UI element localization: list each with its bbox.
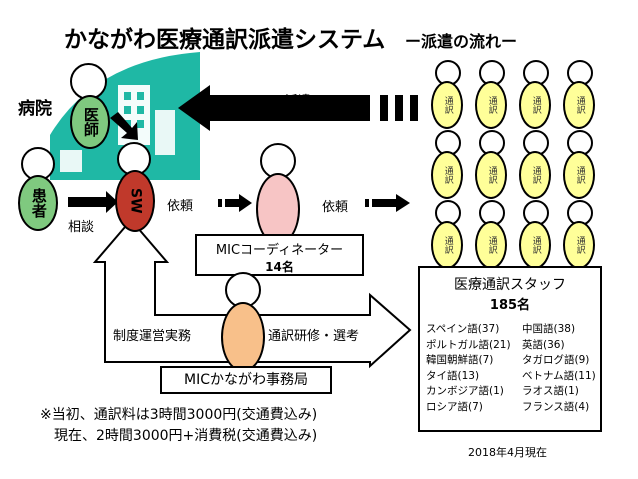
language-row: カンボジア語(1) ラオス語(1) — [426, 383, 600, 399]
language-entry: スペイン語(37) — [426, 323, 500, 335]
office-figure — [221, 302, 265, 372]
language-entry: ロシア語(7) — [426, 400, 483, 413]
interpreter-figure: 通訳 — [563, 221, 595, 269]
interpreter-figure: 通訳 — [519, 221, 551, 269]
note-line-2: 現在、2時間3000円+消費税(交通費込み) — [54, 428, 318, 444]
sw-label: SW — [127, 188, 144, 214]
interpreter-label: 通訳 — [442, 96, 453, 114]
language-entry: ラオス語(1) — [522, 385, 579, 397]
interpreter-label: 通訳 — [574, 96, 585, 114]
interpreter-figure: 通訳 — [519, 151, 551, 199]
office-box: MICかながわ事務局 — [160, 366, 332, 394]
as-of-date: 2018年4月現在 — [468, 446, 547, 459]
language-row: 韓国朝鮮語(7) タガログ語(9) — [426, 352, 600, 368]
coordinator-box: MICコーディネーター 14名 — [195, 234, 364, 276]
language-row: タイ語(13) ベトナム語(11) — [426, 368, 600, 384]
hospital-label: 病院 — [18, 99, 52, 119]
interpreter-label: 通訳 — [574, 236, 585, 254]
interpreter-figure: 通訳 — [431, 151, 463, 199]
language-entry: タイ語(13) — [426, 369, 480, 382]
interpreter-label: 通訳 — [442, 236, 453, 254]
request-right-label: 依頼 — [322, 200, 349, 215]
interpreter-label: 通訳 — [486, 236, 497, 254]
language-list: スペイン語(37)中国語(38)ポルトガル語(21)英語(36)韓国朝鮮語(7)… — [420, 321, 600, 414]
language-entry: カンボジア語(1) — [426, 385, 504, 397]
patient: 患者 — [18, 175, 58, 231]
coordinator-name: MICコーディネーター — [215, 243, 344, 258]
consult-label: 相談 — [68, 220, 95, 235]
interpreter-figure: 通訳 — [563, 81, 595, 129]
request-left-label: 依頼 — [167, 199, 194, 214]
interpreter-head — [479, 60, 505, 86]
request-arrow-right — [365, 194, 410, 212]
sw: SW — [115, 170, 155, 232]
interpreter-label: 通訳 — [486, 96, 497, 114]
language-entry: フランス語(4) — [522, 400, 590, 413]
patient-label: 患者 — [29, 188, 48, 218]
interpreter-figure: 通訳 — [475, 221, 507, 269]
language-entry: ベトナム語(11) — [522, 369, 596, 382]
training-label: 通訳研修・選考 — [268, 329, 360, 344]
interpreter-label: 通訳 — [530, 96, 541, 114]
coordinator-count: 14名 — [265, 260, 294, 274]
language-row: スペイン語(37) 中国語(38) — [426, 321, 600, 337]
doctor-to-sw-arrow — [110, 112, 138, 140]
staff-box: 医療通訳スタッフ 185名 スペイン語(37) 中国語(38) ポルトガル語(21)… — [418, 266, 602, 432]
doctor: 医師 — [70, 95, 110, 149]
doctor-label: 医師 — [81, 107, 100, 137]
interpreter-figure: 通訳 — [563, 151, 595, 199]
interpreter-label: 通訳 — [530, 236, 541, 254]
interpreter-label: 通訳 — [486, 166, 497, 184]
admin-label: 制度運営実務 — [113, 329, 192, 344]
dispatch-label: 派遣 — [285, 94, 312, 109]
language-entry: 中国語(38) — [522, 323, 576, 335]
language-entry: 英語(36) — [522, 338, 565, 351]
interpreter-figure: 通訳 — [519, 81, 551, 129]
note-line-1: ※当初、通訳料は3時間3000円(交通費込み) — [40, 407, 318, 423]
page-title: かながわ医療通訳派遣システム — [64, 27, 386, 53]
request-arrow-left — [218, 194, 252, 212]
interpreter-label: 通訳 — [530, 166, 541, 184]
language-entry: 韓国朝鮮語(7) — [426, 354, 494, 366]
patient-to-sw-arrow — [68, 191, 118, 213]
page-subtitle: ー派遣の流れー — [405, 32, 518, 51]
language-entry: タガログ語(9) — [522, 354, 590, 366]
interpreter-figure: 通訳 — [475, 151, 507, 199]
interpreter-label: 通訳 — [574, 166, 585, 184]
interpreter-figure: 通訳 — [431, 81, 463, 129]
staff-count: 185名 — [489, 298, 531, 313]
interpreter-figure: 通訳 — [475, 81, 507, 129]
office-name: MICかながわ事務局 — [184, 372, 308, 388]
interpreter-grid: 通訳通訳通訳通訳通訳通訳通訳通訳通訳通訳通訳通訳 — [428, 60, 608, 269]
coordinator-figure — [256, 173, 300, 245]
dispatch-arrow — [178, 85, 418, 131]
office-flow-arrow — [92, 218, 412, 369]
staff-title: 医療通訳スタッフ — [454, 277, 566, 293]
language-row: ロシア語(7) フランス語(4) — [426, 399, 600, 415]
language-entry: ポルトガル語(21) — [426, 338, 511, 351]
interpreter-figure: 通訳 — [431, 221, 463, 269]
language-row: ポルトガル語(21) 英語(36) — [426, 337, 600, 353]
interpreter-label: 通訳 — [442, 166, 453, 184]
